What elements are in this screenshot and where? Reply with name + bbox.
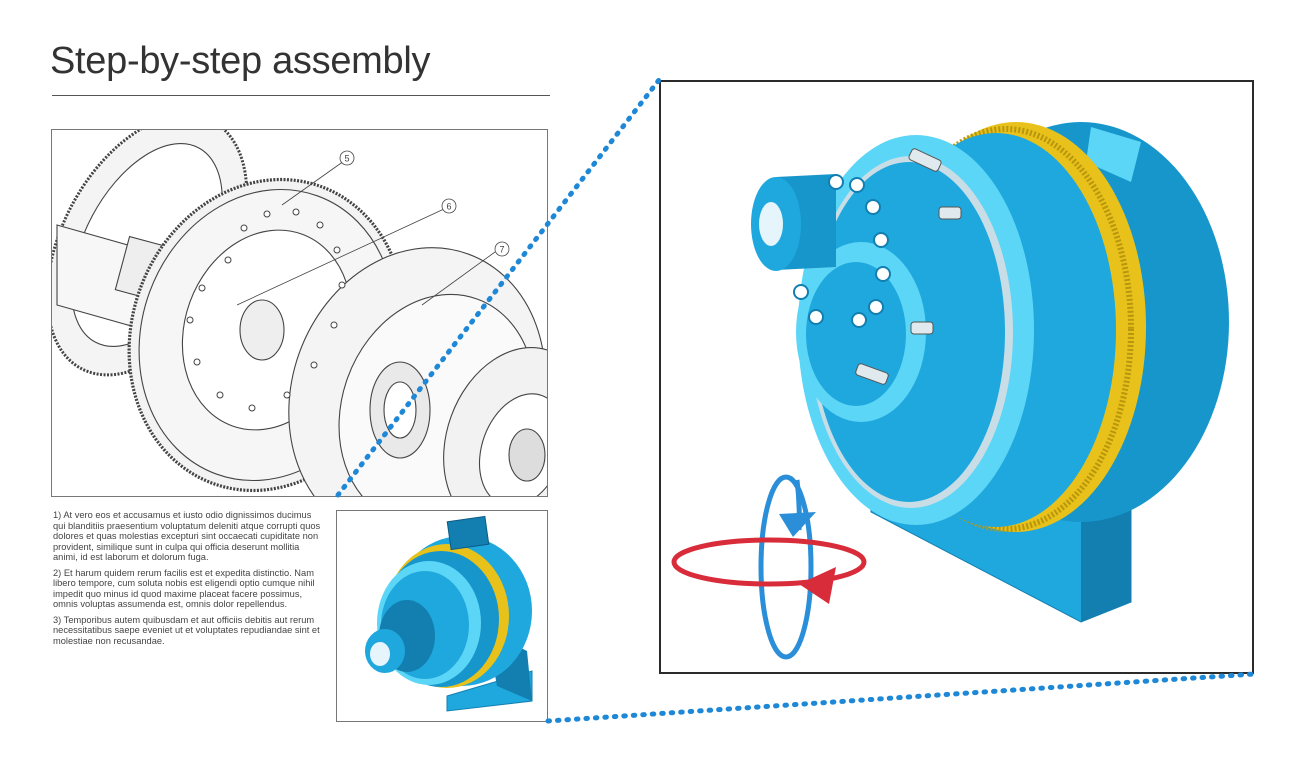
rotate-vertical-arrow [758, 474, 814, 660]
instruction-step-1: 1) At vero eos et accusamus et iusto odi… [53, 510, 321, 562]
rotate-horizontal-arrow [671, 537, 867, 587]
thumbnail-svg [365, 515, 533, 712]
leader-line-5 [281, 160, 345, 206]
assembly-instructions: 1) At vero eos et accusamus et iusto odi… [53, 510, 323, 651]
title-divider [52, 95, 550, 96]
zoom-svg [671, 122, 1229, 660]
callout-7: 7 [499, 245, 504, 255]
connector-line-bottom [545, 671, 1257, 724]
page-title: Step-by-step assembly [50, 40, 431, 82]
model-zoom-view[interactable] [659, 80, 1254, 674]
exploded-view-drawing: 5 6 7 [51, 129, 548, 497]
callout-5: 5 [344, 154, 349, 164]
rotate-3d-icon[interactable] [671, 474, 867, 660]
exploded-view-svg: 5 6 7 [52, 130, 547, 496]
model-thumbnail[interactable] [336, 510, 548, 722]
instruction-step-2: 2) Et harum quidem rerum facilis est et … [53, 567, 315, 610]
callout-6: 6 [446, 202, 451, 212]
instruction-step-3: 3) Temporibus autem quibusdam et aut off… [53, 614, 320, 646]
